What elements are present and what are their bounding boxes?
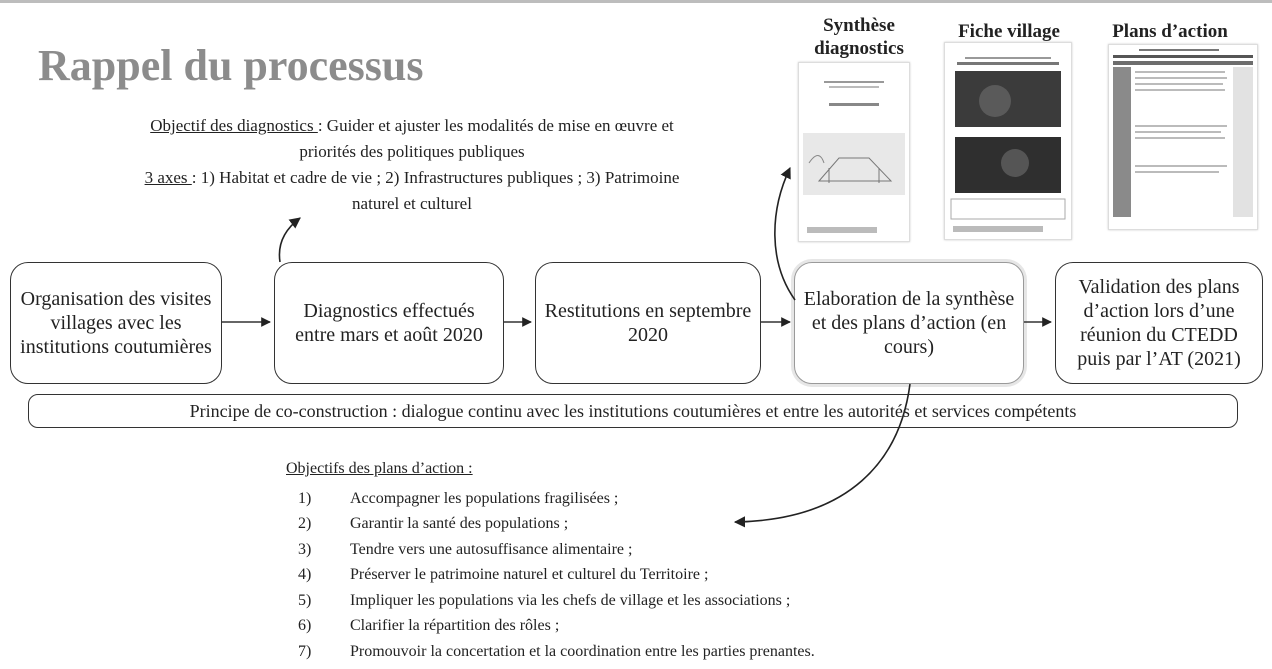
list-item-number: 1) — [298, 489, 312, 507]
step-elaboration-synthese: Elaboration de la synthèse et des plans … — [794, 262, 1024, 384]
step-diagnostics: Diagnostics effectués entre mars et août… — [274, 262, 504, 384]
doc-caption-fiche: Fiche village — [958, 21, 1060, 42]
list-item-text: Préserver le patrimoine naturel et cultu… — [350, 566, 709, 583]
synthese-thumbnail — [798, 62, 910, 242]
list-item: 1) Accompagner les populations fragilisée… — [298, 486, 815, 512]
list-item: 5) Impliquer les populations via les chef… — [298, 588, 815, 614]
axes-text: : 1) Habitat et cadre de vie ; 2) Infras… — [191, 168, 680, 213]
arrow-to-documents — [774, 166, 796, 301]
list-item-text: Clarifier la répartition des rôles ; — [350, 617, 560, 634]
diagnostics-objective-label: Objectif des diagnostics — [150, 116, 318, 135]
fiche-village-thumbnail-art — [950, 57, 1066, 232]
slide-title: Rappel du processus — [38, 41, 424, 90]
list-item-number: 2) — [298, 515, 312, 532]
step-restitutions: Restitutions en septembre 2020 — [535, 262, 761, 384]
synthese-thumbnail-art — [803, 81, 905, 233]
list-item-text: Impliquer les populations via les chefs … — [350, 591, 791, 609]
top-rule — [0, 0, 1272, 3]
list-item: 6) Clarifier la répartition des rôles ; — [298, 613, 815, 639]
list-item-number: 7) — [298, 642, 312, 660]
plans-objectives-list: 1) Accompagner les populations fragilisée… — [286, 486, 815, 665]
list-item-number: 6) — [298, 617, 312, 634]
plans-objectives-heading: Objectifs des plans d’action : — [286, 460, 473, 477]
doc-caption-synthese: Synthèse diagnostics — [814, 15, 904, 59]
plans-action-thumbnail — [1108, 44, 1258, 230]
list-item: 2) Garantir la santé des populations ; — [298, 511, 815, 537]
fiche-village-thumbnail — [944, 42, 1072, 240]
step-validation: Validation des plans d’action lors d’une… — [1055, 262, 1263, 384]
arrow-to-plans-objectives — [733, 383, 911, 528]
list-item: 7) Promouvoir la concertation et la coord… — [298, 639, 815, 665]
step-organisation-visites: Organisation des visites villages avec l… — [10, 262, 222, 384]
list-item-number: 4) — [298, 566, 312, 583]
list-item: 4) Préserver le patrimoine naturel et cul… — [298, 562, 815, 588]
axes-label: 3 axes — [144, 168, 192, 187]
list-item-text: Promouvoir la concertation et la coordin… — [350, 642, 815, 660]
diagnostics-objective: Objectif des diagnostics : Guider et aju… — [132, 113, 692, 217]
plans-action-thumbnail-art — [1113, 49, 1253, 217]
list-item: 3) Tendre vers une autosuffisance aliment… — [298, 537, 815, 563]
co-construction-principle: Principe de co-construction : dialogue c… — [28, 394, 1238, 428]
list-item-text: Tendre vers une autosuffisance alimentai… — [350, 540, 633, 558]
list-item-number: 5) — [298, 591, 312, 609]
list-item-number: 3) — [298, 540, 312, 558]
list-item-text: Accompagner les populations fragilisées … — [350, 489, 619, 507]
doc-caption-plans: Plans d’action — [1112, 21, 1228, 42]
diagnostics-objective-text: : Guider et ajuster les modalités de mis… — [299, 116, 674, 161]
plans-objectives: Objectifs des plans d’action : 1) Accompa… — [286, 456, 815, 664]
list-item-text: Garantir la santé des populations ; — [350, 515, 569, 532]
arrow-to-diagnostics-objective — [278, 217, 301, 263]
